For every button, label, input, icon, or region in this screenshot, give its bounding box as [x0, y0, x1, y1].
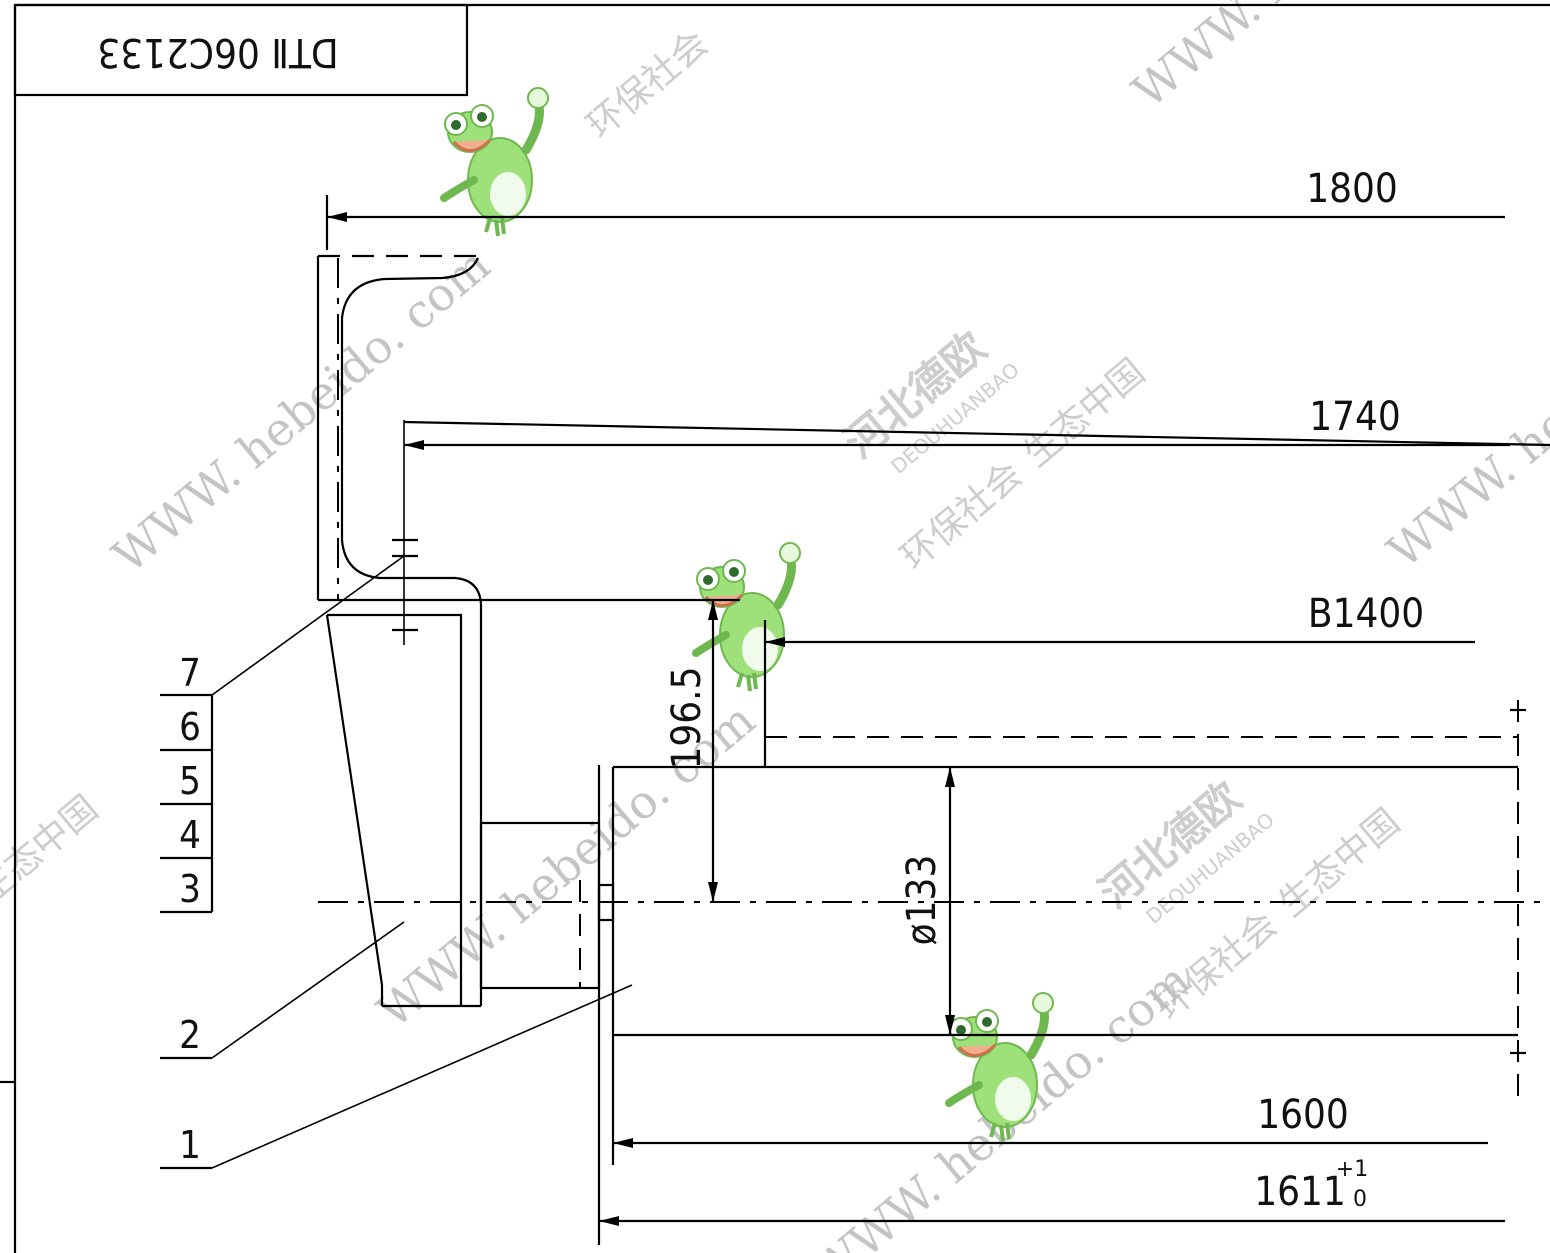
watermark-url: WWW. hebeido. com	[1377, 232, 1550, 578]
watermark-brand-block: 河北德欧 DEOUHUANBAO 环保社会 生态中国	[1090, 772, 1408, 1028]
part-number-1: 1	[179, 1123, 201, 1167]
dimension-roller-diameter: ø133	[899, 855, 945, 946]
watermark-slogan: 生态中国	[1016, 351, 1153, 475]
watermark-url: WWW. hebeido. com	[1122, 0, 1520, 118]
tolerance-lower: 0	[1353, 1187, 1367, 1212]
frog-mascot-icon	[696, 543, 800, 691]
dimension-1611: 1611	[1254, 1169, 1346, 1215]
part-number-3: 3	[179, 867, 201, 911]
part-number-7: 7	[179, 651, 201, 695]
drawing-code-box	[13, 3, 469, 97]
watermark-slogan: 环保社会	[579, 23, 716, 147]
drawing-frame	[0, 3, 1550, 1253]
shaft-and-roller	[318, 620, 1550, 1245]
watermark-slogan: 生态中国	[1271, 801, 1408, 925]
watermark-slogan: 环保社会	[894, 454, 1031, 578]
dimension-1800: 1800	[1306, 166, 1398, 212]
part-number-5: 5	[179, 759, 201, 803]
support-bracket	[316, 254, 740, 1008]
dimension-196-5: 196.5	[664, 667, 710, 770]
tolerance-upper: +1	[1336, 1157, 1368, 1182]
dimension-1740: 1740	[1309, 394, 1401, 440]
watermark-url: WWW. hebeido. com	[102, 237, 500, 583]
watermark-slogan-block: 环保社会	[579, 23, 716, 147]
dimension-lines	[325, 195, 1550, 1226]
part-number-4: 4	[179, 813, 201, 857]
dimension-1600: 1600	[1257, 1092, 1349, 1138]
frog-mascot-icon	[444, 88, 548, 236]
dimension-belt-width: B1400	[1308, 591, 1424, 637]
part-number-2: 2	[179, 1013, 201, 1057]
part-callouts	[160, 555, 633, 1170]
watermark-brand-block: 河北德欧 DEOUHUANBAO 环保社会 生态中国	[835, 322, 1153, 578]
drawing-code: DTⅡ 06C2133	[97, 29, 338, 75]
part-number-6: 6	[179, 705, 201, 749]
